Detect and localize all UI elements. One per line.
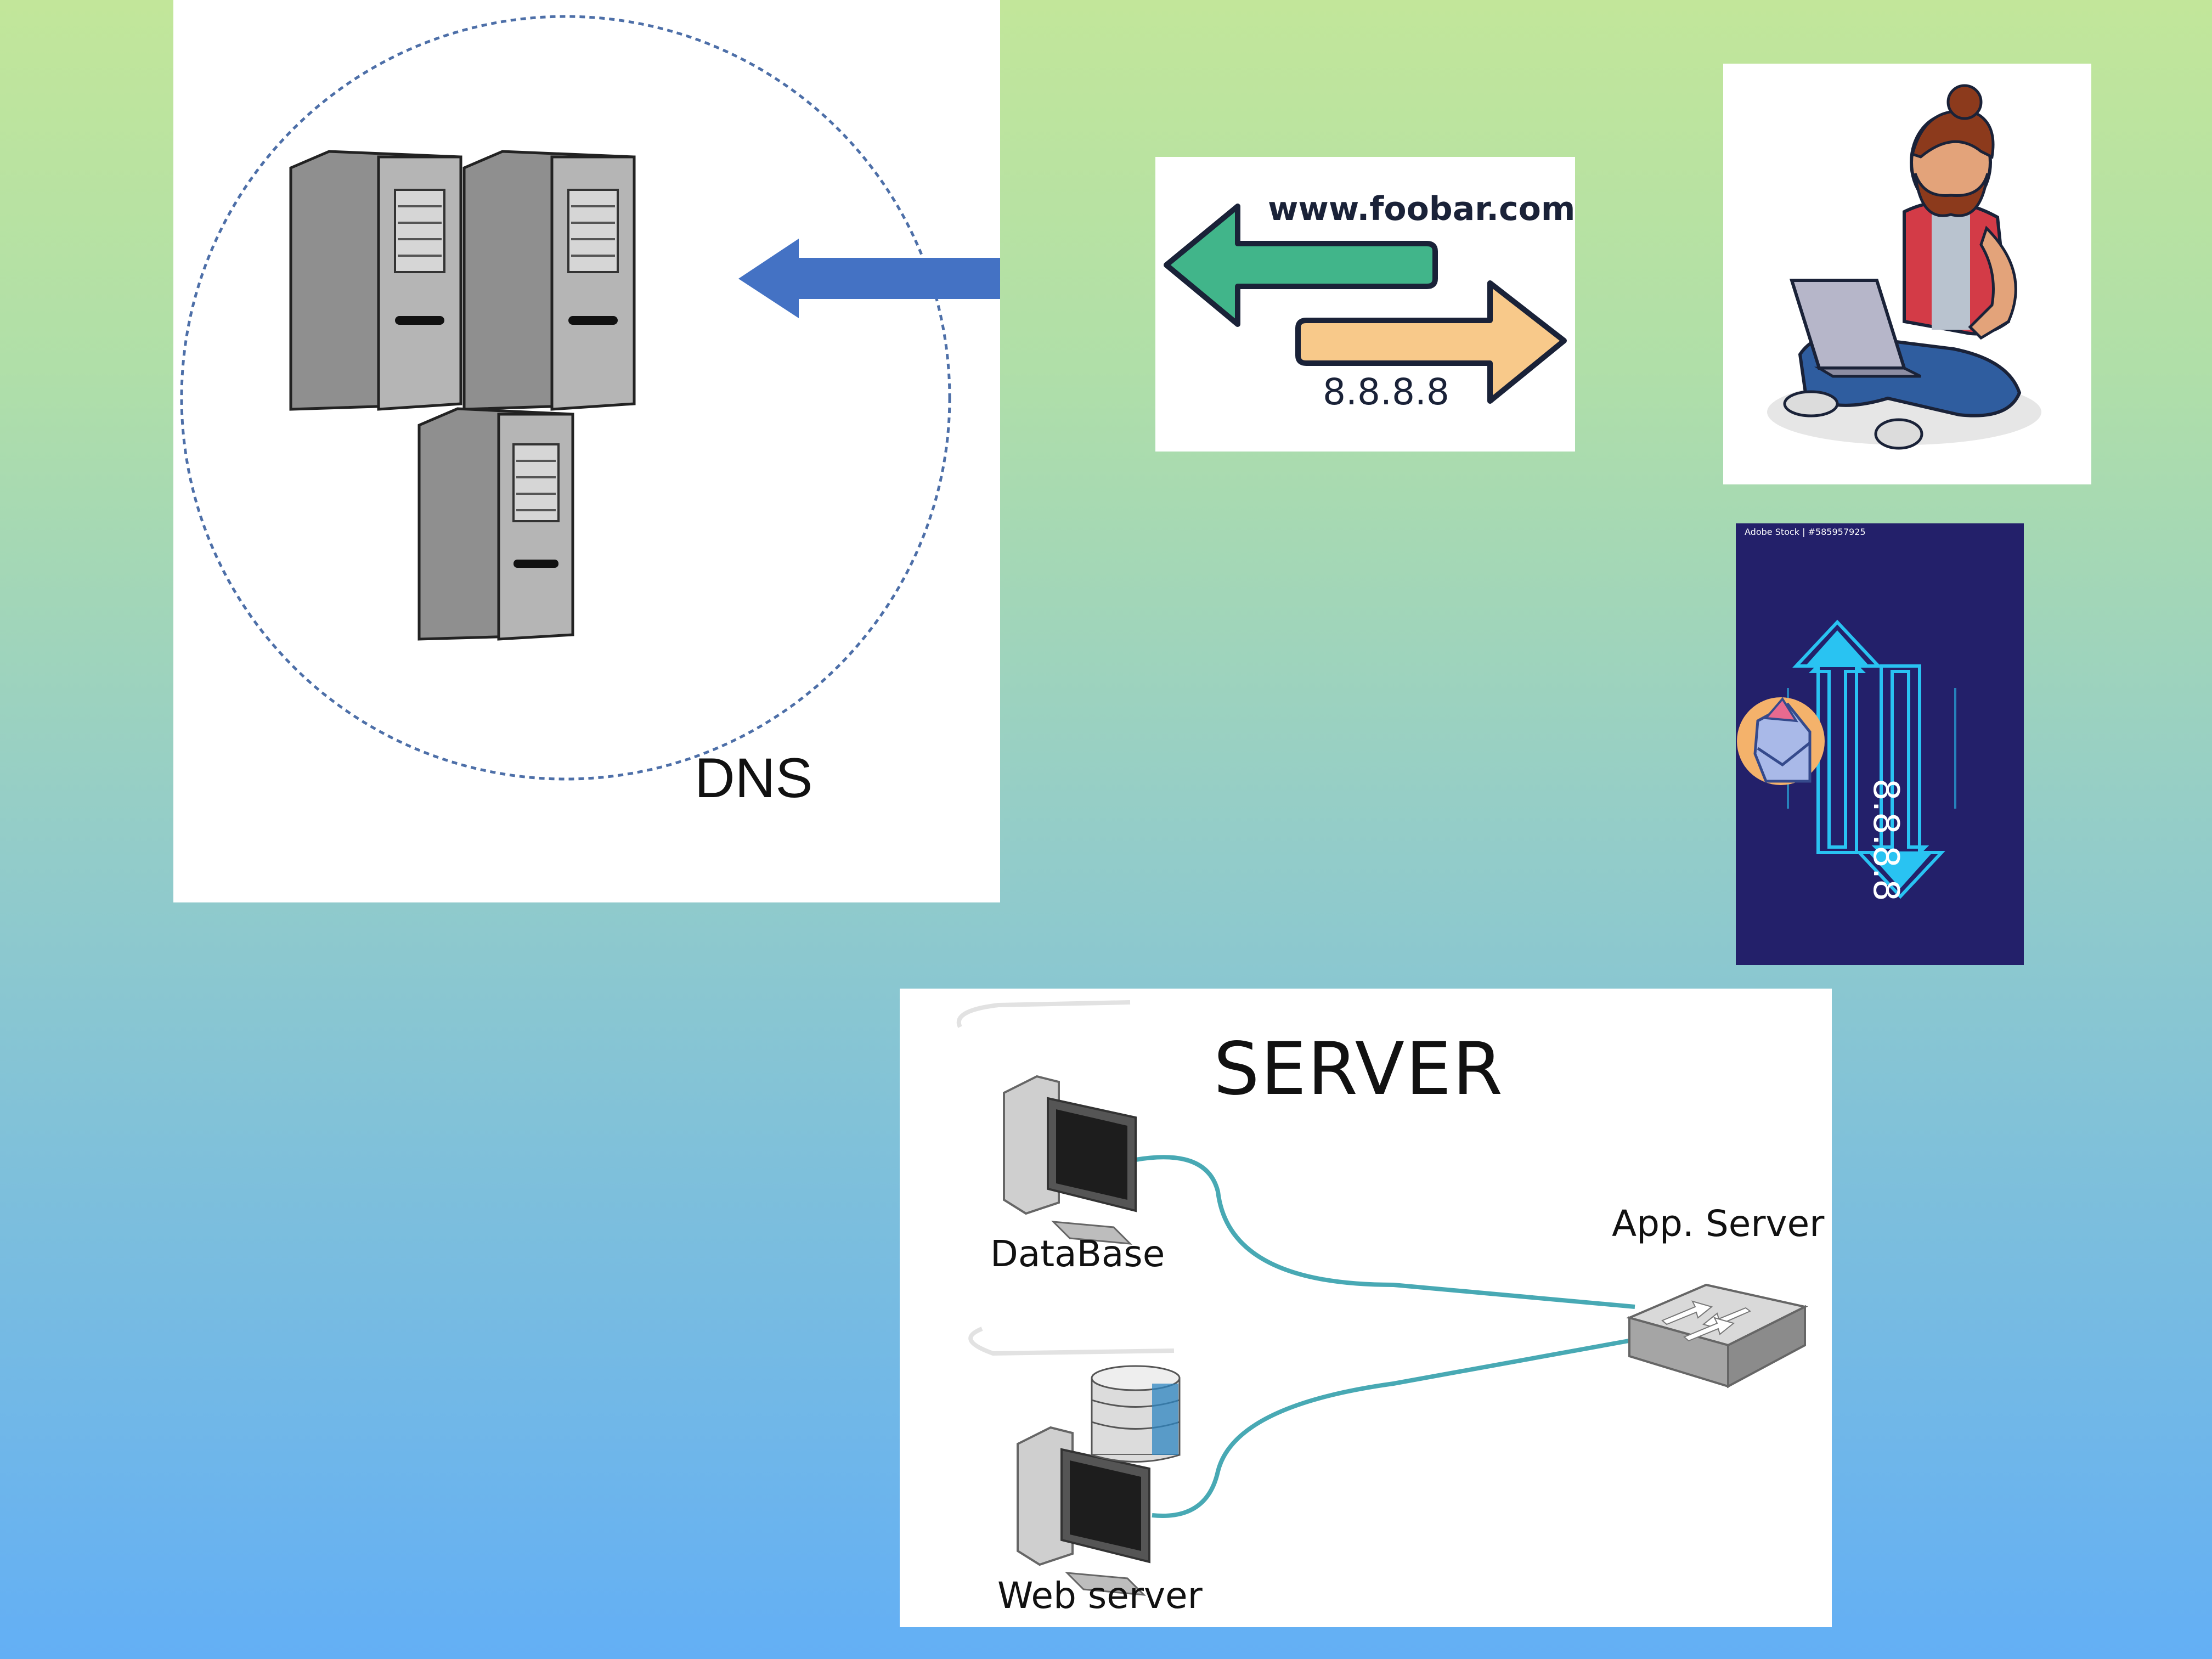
server-tower-icon [289, 150, 462, 411]
arrow-left-icon [738, 239, 1000, 318]
dns-panel: DNS [173, 0, 1000, 902]
server-tower-icon [462, 150, 636, 411]
envelope-icon [1737, 697, 1825, 785]
domain-name-text: www.foobar.com [1268, 190, 1576, 228]
vertical-double-arrow-icon [1737, 619, 1956, 899]
server-tower-icon [417, 407, 574, 641]
arrow-left-icon [1164, 204, 1438, 327]
arrow-right-icon [1295, 280, 1567, 404]
dns-query-panel: www.foobar.com 8.8.8.8 [1155, 157, 1575, 452]
dns-label: DNS [695, 747, 813, 809]
dns-boundary-ellipse [180, 15, 951, 781]
dns-server-cluster [180, 15, 1000, 781]
desktop-computer-icon [1017, 1426, 1150, 1596]
ip-address-vertical-text: 8.8.8.8 [1865, 778, 1906, 901]
cable-webserver [1152, 1338, 1635, 1518]
server-title: SERVER [1214, 1027, 1504, 1111]
server-panel: SERVER DataBase App. Server Web server [900, 989, 1832, 1627]
database-icon [1091, 1365, 1181, 1463]
network-switch-icon [1626, 1283, 1808, 1389]
web-server-label: Web server [997, 1575, 1203, 1617]
app-server-label: App. Server [1612, 1203, 1825, 1245]
database-label: DataBase [990, 1233, 1165, 1275]
user-panel [1723, 64, 2091, 484]
server-network-diagram [956, 1000, 1808, 1596]
ip-address-text: 8.8.8.8 [1323, 371, 1449, 413]
desktop-computer-icon [1003, 1075, 1137, 1245]
person-laptop-icon [1767, 84, 2041, 450]
stock-watermark-text: Adobe Stock | #585957925 [1745, 527, 1866, 537]
query-arrows-graphic [1164, 204, 1567, 404]
ip-return-panel: Adobe Stock | #585957925 8.8.8.8 [1736, 523, 2024, 965]
cable-database [1135, 1155, 1635, 1309]
